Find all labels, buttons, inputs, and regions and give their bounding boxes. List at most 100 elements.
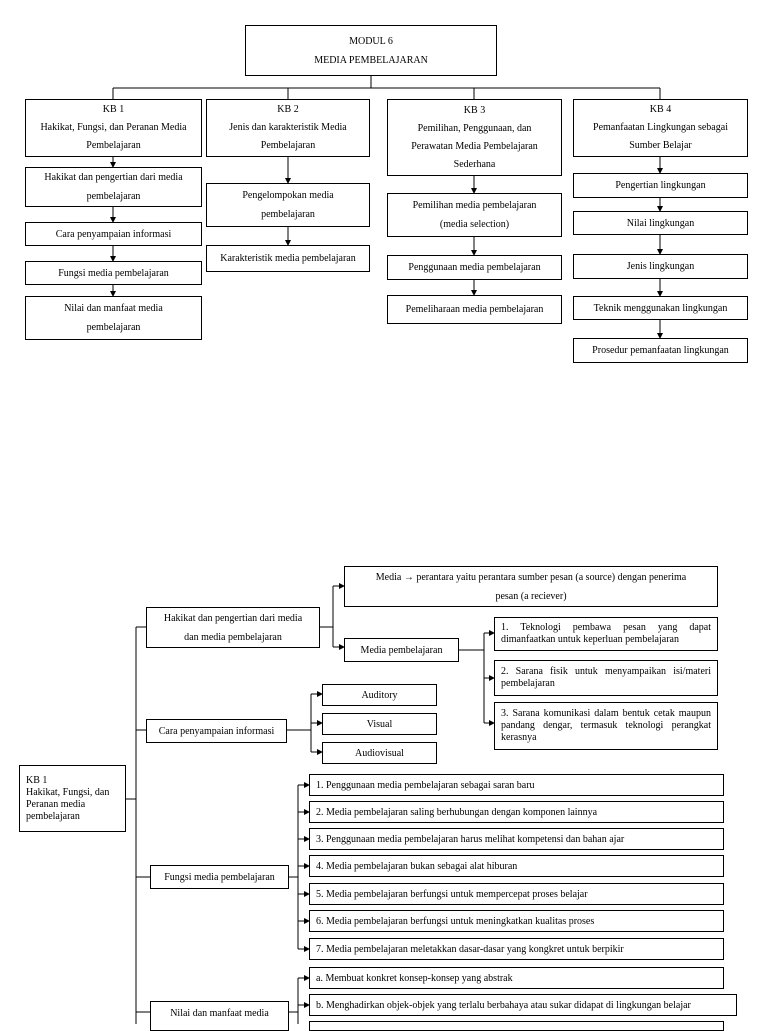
nilai-item-text: b. Menghadirkan objek-objek yang terlalu…: [316, 999, 691, 1011]
kb4-item-box: Jenis lingkungan: [573, 254, 748, 279]
kb4-item-text: Nilai lingkungan: [626, 217, 695, 229]
kb4-label: KB 4: [649, 104, 672, 115]
nilai-item-text: a. Membuat konkret konsep-konsep yang ab…: [316, 972, 513, 984]
hakikat-box: Hakikat dan pengertian dari media dan me…: [146, 607, 320, 648]
kb3-item-text: Pemeliharaan media pembelajaran: [405, 304, 544, 315]
hakikat-text: dan media pembelajaran: [184, 631, 282, 643]
fungsi-item-box: 1. Penggunaan media pembelajaran sebagai…: [309, 774, 724, 796]
fungsi-item-text: 2. Media pembelajaran saling berhubungan…: [316, 806, 598, 818]
mp-item-box: 2. Sarana fisik untuk menyampaikan isi/m…: [494, 660, 718, 696]
kb2-label: KB 2: [277, 104, 299, 115]
bottom-root-text: Hakikat, Fungsi, dan: [26, 786, 110, 798]
root-subtitle: MEDIA PEMBELAJARAN: [314, 54, 428, 66]
mp-item-text: 1. Teknologi pembawa pesan yang dapat di…: [501, 622, 711, 645]
fungsi-item-box: 6. Media pembelajaran berfungsi untuk me…: [309, 910, 724, 932]
root-title: MODUL 6: [349, 35, 393, 47]
fungsi-box: Fungsi media pembelajaran: [150, 865, 289, 889]
kb3-title-line: Sederhana: [453, 158, 496, 170]
fungsi-item-box: 5. Media pembelajaran berfungsi untuk me…: [309, 883, 724, 905]
kb4-title-line: Sumber Belajar: [629, 140, 692, 151]
cara-item-text: Visual: [366, 718, 393, 730]
kb3-item-box: Pemilihan media pembelajaran (media sele…: [387, 193, 562, 237]
kb1-title-line: Hakikat, Fungsi, dan Peranan Media: [40, 122, 187, 133]
fungsi-item-text: 5. Media pembelajaran berfungsi untuk me…: [316, 888, 588, 900]
bottom-root-text: pembelajaran: [26, 810, 80, 822]
kb4-item-box: Pengertian lingkungan: [573, 173, 748, 198]
media-definition-text: pesan (a reciever): [495, 590, 567, 602]
root-modul-box: MODUL 6 MEDIA PEMBELAJARAN: [245, 25, 497, 76]
media-pembelajaran-text: Media pembelajaran: [360, 644, 443, 656]
cara-box: Cara penyampaian informasi: [146, 719, 287, 743]
nilai-item-box: a. Membuat konkret konsep-konsep yang ab…: [309, 967, 724, 989]
kb4-item-text: Pengertian lingkungan: [615, 180, 706, 191]
fungsi-item-text: 1. Penggunaan media pembelajaran sebagai…: [316, 779, 535, 791]
media-definition-box: Media → perantara yaitu perantara sumber…: [344, 566, 718, 607]
kb1-item-box: Cara penyampaian informasi: [25, 222, 202, 246]
nilai-item-box: b. Menghadirkan objek-objek yang terlalu…: [309, 994, 737, 1016]
bottom-root-text: KB 1: [26, 774, 48, 786]
fungsi-text: Fungsi media pembelajaran: [164, 871, 275, 883]
fungsi-item-text: 6. Media pembelajaran berfungsi untuk me…: [316, 915, 595, 927]
bottom-root-box: KB 1 Hakikat, Fungsi, dan Peranan media …: [19, 765, 126, 832]
bottom-root-text: Peranan media: [26, 798, 86, 810]
cara-text: Cara penyampaian informasi: [158, 725, 275, 737]
fungsi-item-text: 4. Media pembelajaran bukan sebagai alat…: [316, 860, 518, 872]
kb3-item-box: Pemeliharaan media pembelajaran: [387, 295, 562, 324]
kb1-item-box: Nilai dan manfaat media pembelajaran: [25, 296, 202, 340]
kb3-item-text: (media selection): [439, 219, 510, 230]
kb2-title-box: KB 2 Jenis dan karakteristik Media Pembe…: [206, 99, 370, 157]
kb1-title-box: KB 1 Hakikat, Fungsi, dan Peranan Media …: [25, 99, 202, 157]
kb3-item-text: Penggunaan media pembelajaran: [408, 262, 541, 273]
fungsi-item-box: 4. Media pembelajaran bukan sebagai alat…: [309, 855, 724, 877]
kb1-item-text: Hakikat dan pengertian dari media: [44, 172, 183, 183]
kb3-title-line: Perawatan Media Pembelajaran: [411, 140, 538, 152]
mp-item-text: 2. Sarana fisik untuk menyampaikan isi/m…: [501, 666, 711, 689]
kb3-item-box: Penggunaan media pembelajaran: [387, 255, 562, 280]
kb1-item-text: Cara penyampaian informasi: [55, 228, 172, 240]
nilai-item-box: [309, 1021, 724, 1031]
mp-item-text: 3. Sarana komunikasi dalam bentuk cetak …: [501, 708, 711, 743]
kb1-item-text: pembelajaran: [86, 322, 141, 333]
kb2-item-text: Karakteristik media pembelajaran: [220, 253, 356, 264]
kb2-title-line: Pembelajaran: [260, 140, 316, 151]
kb1-label: KB 1: [102, 104, 125, 115]
kb1-item-box: Hakikat dan pengertian dari media pembel…: [25, 167, 202, 207]
fungsi-item-box: 7. Media pembelajaran meletakkan dasar-d…: [309, 938, 724, 960]
cara-item-box: Auditory: [322, 684, 437, 706]
media-pembelajaran-box: Media pembelajaran: [344, 638, 459, 662]
cara-item-text: Audiovisual: [355, 747, 404, 759]
kb3-label: KB 3: [463, 104, 486, 116]
kb4-item-text: Prosedur pemanfaatan lingkungan: [592, 345, 729, 356]
kb2-title-line: Jenis dan karakteristik Media: [229, 122, 347, 133]
kb1-item-text: Fungsi media pembelajaran: [58, 267, 169, 279]
cara-item-box: Visual: [322, 713, 437, 735]
kb1-item-text: pembelajaran: [86, 191, 141, 202]
kb4-item-text: Teknik menggunakan lingkungan: [593, 302, 728, 314]
kb4-title-line: Pemanfaatan Lingkungan sebagai: [593, 122, 728, 133]
kb4-item-box: Prosedur pemanfaatan lingkungan: [573, 338, 748, 363]
mp-item-box: 1. Teknologi pembawa pesan yang dapat di…: [494, 617, 718, 651]
kb3-title-box: KB 3 Pemilihan, Penggunaan, dan Perawata…: [387, 99, 562, 176]
cara-item-text: Auditory: [361, 689, 398, 701]
kb2-item-box: Karakteristik media pembelajaran: [206, 245, 370, 272]
kb3-title-line: Pemilihan, Penggunaan, dan: [417, 122, 532, 134]
kb4-item-box: Nilai lingkungan: [573, 211, 748, 235]
kb4-item-box: Teknik menggunakan lingkungan: [573, 296, 748, 320]
hakikat-text: Hakikat dan pengertian dari media: [163, 612, 303, 624]
kb2-item-text: pembelajaran: [261, 209, 315, 220]
kb4-item-text: Jenis lingkungan: [626, 261, 695, 272]
kb1-title-line: Pembelajaran: [86, 140, 141, 151]
kb1-item-text: Nilai dan manfaat media: [64, 303, 163, 314]
fungsi-item-text: 7. Media pembelajaran meletakkan dasar-d…: [316, 943, 624, 955]
cara-item-box: Audiovisual: [322, 742, 437, 764]
fungsi-item-text: 3. Penggunaan media pembelajaran harus m…: [316, 833, 625, 845]
kb2-item-box: Pengelompokan media pembelajaran: [206, 183, 370, 227]
media-definition-text: Media → perantara yaitu perantara sumber…: [375, 571, 687, 583]
kb4-title-box: KB 4 Pemanfaatan Lingkungan sebagai Sumb…: [573, 99, 748, 157]
nilai-box: Nilai dan manfaat media: [150, 1001, 289, 1031]
kb3-item-text: Pemilihan media pembelajaran: [412, 200, 537, 211]
mp-item-box: 3. Sarana komunikasi dalam bentuk cetak …: [494, 702, 718, 750]
nilai-text: Nilai dan manfaat media: [170, 1008, 269, 1019]
kb1-item-box: Fungsi media pembelajaran: [25, 261, 202, 285]
